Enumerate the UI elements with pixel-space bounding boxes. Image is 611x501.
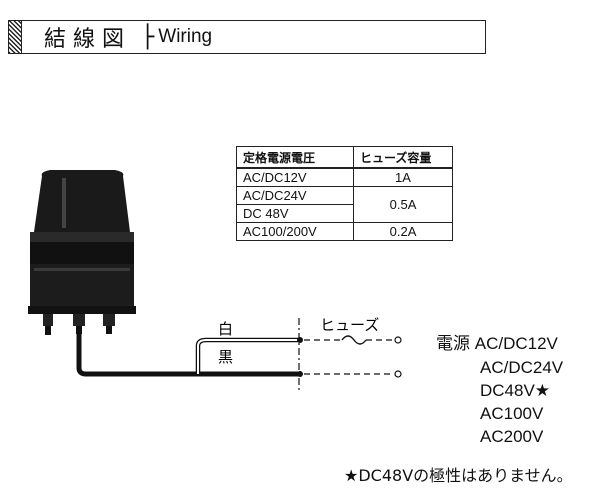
supply-option: AC/DC12V (474, 334, 558, 353)
voltage-cell: DC 48V (236, 204, 354, 223)
header-title-en: Wiring (158, 26, 213, 47)
white-wire-label: 白 (218, 320, 233, 338)
black-wire-label: 黒 (218, 348, 233, 366)
fuse-cell: 0.5A (353, 186, 453, 223)
supply-option: DC48V★ (480, 381, 551, 400)
supply-option: AC100V (480, 404, 544, 423)
header-fuse-capacity: ヒューズ容量 (353, 146, 453, 169)
voltage-cell: AC/DC12V (236, 167, 354, 187)
header-separator: ├ (141, 24, 155, 50)
power-supply-list: 電源 AC/DC12V AC/DC24V DC48V★ AC100V AC200… (436, 332, 563, 448)
supply-label: 電源 (436, 334, 470, 354)
fuse-cell: 0.2A (353, 222, 453, 241)
table-row: AC/DC24V 0.5A (236, 186, 453, 223)
section-header: 結線図 ├ Wiring (8, 20, 486, 54)
header-hatch-mark (9, 21, 22, 53)
table-row: AC100/200V 0.2A (236, 222, 453, 241)
voltage-cell: AC100/200V (236, 222, 354, 241)
table-header-row: 定格電源電圧 ヒューズ容量 (236, 146, 453, 169)
table-row: DC 48V (236, 204, 453, 223)
polarity-note: ★DC48Vの極性はありません。 (344, 466, 573, 485)
supply-row: 電源 AC/DC12V (436, 332, 563, 356)
supply-option: AC200V (480, 427, 544, 446)
fuse-symbol-icon (341, 335, 367, 345)
beacon-lamp-icon (28, 170, 136, 335)
header-title-jp: 結線図 (44, 27, 132, 52)
header-rated-voltage: 定格電源電圧 (236, 146, 354, 169)
fuse-label: ヒューズ (320, 316, 379, 334)
supply-option: AC/DC24V (480, 358, 564, 377)
fuse-rating-table: 定格電源電圧 ヒューズ容量 AC/DC12V 1A AC/DC24V 0.5A … (236, 146, 453, 241)
